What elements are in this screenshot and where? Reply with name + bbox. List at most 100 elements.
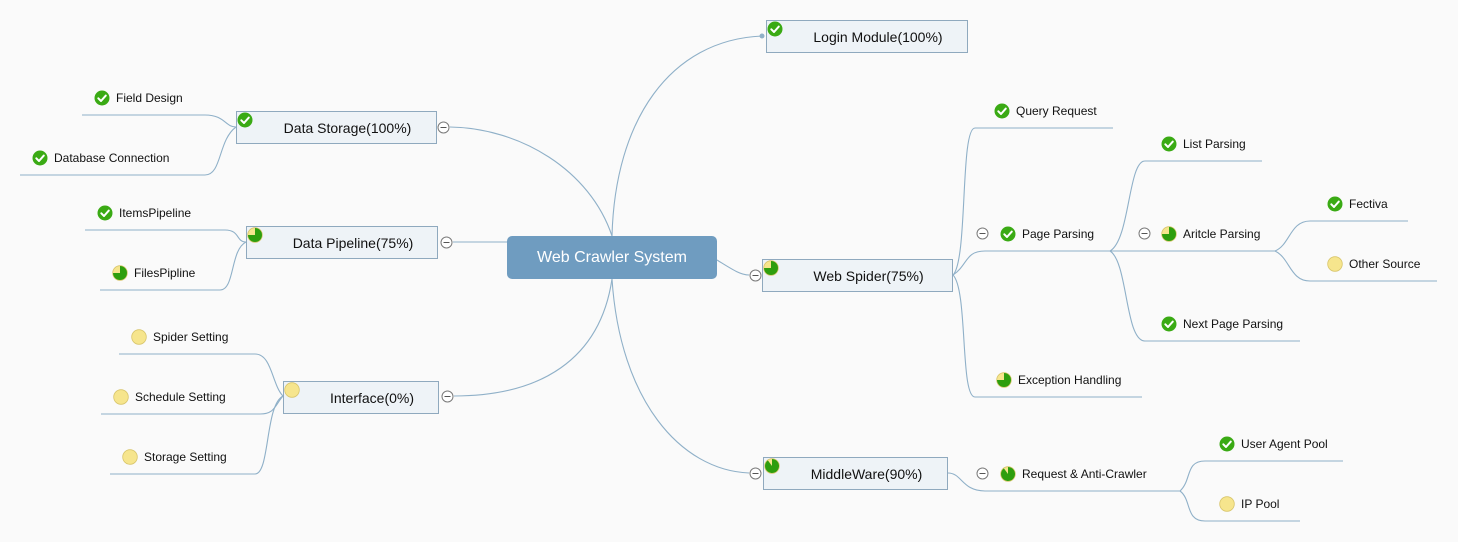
leaf-field-design[interactable]: Field Design [94,90,183,106]
collapse-pipeline-icon[interactable] [440,236,453,249]
complete-check-icon [1161,316,1177,332]
branch-label: Login Module(100%) [813,28,943,45]
leaf-label: IP Pool [1241,497,1280,511]
leaf-label: Next Page Parsing [1183,317,1284,331]
connector-storage-setting [110,395,284,475]
connector-root-middleware [611,278,750,474]
connector-other-source [1274,250,1437,282]
collapse-spider-icon[interactable] [749,269,762,282]
leaf-label: Page Parsing [1022,227,1095,241]
branch-data-pipeline[interactable]: Data Pipeline(75%) [246,226,438,259]
complete-check-icon [97,205,113,221]
leaf-label: Storage Setting [144,450,227,464]
connector-root-login [611,35,763,237]
connector-files-pipeline [100,241,247,291]
progress-90-icon [764,458,805,482]
leaf-fectiva[interactable]: Fectiva [1327,196,1388,212]
connector-schedule-setting [101,395,284,415]
leaf-label: Other Source [1349,257,1421,271]
progress-75-icon [996,372,1012,388]
leaf-label: Aritcle Parsing [1183,227,1261,241]
complete-check-icon [767,21,807,45]
leaf-database-connection[interactable]: Database Connection [32,150,169,166]
complete-check-icon [1000,226,1016,242]
node-article-parsing[interactable]: Aritcle Parsing [1161,226,1260,242]
root-node[interactable]: Web Crawler System [507,236,717,279]
collapse-interface-icon[interactable] [441,390,454,403]
complete-check-icon [32,150,48,166]
collapse-anti-crawler-icon[interactable] [976,467,989,480]
branch-login-module[interactable]: Login Module(100%) [766,20,968,53]
leaf-label: Spider Setting [153,330,229,344]
connector-list-parsing [1109,160,1262,252]
connector-ip-pool [1179,490,1300,522]
connector-exception-handling [952,274,1142,398]
progress-75-icon [763,260,807,284]
leaf-label: List Parsing [1183,137,1246,151]
collapse-page-parsing-icon[interactable] [976,227,989,240]
branch-data-storage[interactable]: Data Storage(100%) [236,111,437,144]
leaf-label: Fectiva [1349,197,1388,211]
leaf-query-request[interactable]: Query Request [994,103,1097,119]
collapse-article-parsing-icon[interactable] [1138,227,1151,240]
node-request-anti-crawler[interactable]: Request & Anti-Crawler [1000,466,1147,482]
complete-check-icon [1219,436,1235,452]
leaf-label: Field Design [116,91,183,105]
connector-user-agent-pool [1179,460,1343,492]
leaf-label: Database Connection [54,151,170,165]
complete-check-icon [237,112,278,136]
connector-field-design [82,114,237,128]
complete-check-icon [1327,196,1343,212]
connector-spider-setting [119,353,284,397]
leaf-label: Schedule Setting [135,390,226,404]
branch-interface[interactable]: Interface(0%) [283,381,439,414]
leaf-exception-handling[interactable]: Exception Handling [996,372,1121,388]
connector-query-request [952,127,1113,276]
connector-root-storage [449,126,613,237]
connector-anti-crawler [947,472,1180,492]
branch-label: Web Spider(75%) [813,267,924,284]
leaf-label: Exception Handling [1018,373,1122,387]
leaf-label: Request & Anti-Crawler [1022,467,1147,481]
leaf-next-page-parsing[interactable]: Next Page Parsing [1161,316,1283,332]
not-started-icon [122,449,138,465]
leaf-other-source[interactable]: Other Source [1327,256,1420,272]
not-started-icon [1327,256,1343,272]
not-started-icon [1219,496,1235,512]
connector-fectiva [1274,220,1408,252]
branch-label: Data Storage(100%) [283,119,412,136]
leaf-label: User Agent Pool [1241,437,1328,451]
branch-label: Data Pipeline(75%) [292,234,414,251]
not-started-icon [284,382,324,406]
leaf-label: ItemsPipeline [119,206,192,220]
leaf-ip-pool[interactable]: IP Pool [1219,496,1279,512]
connector-dot [759,33,765,39]
leaf-label: Query Request [1016,104,1097,118]
progress-75-icon [112,265,128,281]
progress-75-icon [1161,226,1177,242]
leaf-storage-setting[interactable]: Storage Setting [122,449,227,465]
leaf-files-pipeline[interactable]: FilesPipline [112,265,195,281]
node-page-parsing[interactable]: Page Parsing [1000,226,1094,242]
branch-middleware[interactable]: MiddleWare(90%) [763,457,948,490]
branch-web-spider[interactable]: Web Spider(75%) [762,259,953,292]
root-label: Web Crawler System [537,248,687,266]
complete-check-icon [94,90,110,106]
collapse-storage-icon[interactable] [437,121,450,134]
not-started-icon [131,329,147,345]
leaf-spider-setting[interactable]: Spider Setting [131,329,228,345]
leaf-schedule-setting[interactable]: Schedule Setting [113,389,226,405]
leaf-user-agent-pool[interactable]: User Agent Pool [1219,436,1328,452]
connector-items-pipeline [85,229,247,243]
connector-database-connection [20,126,237,176]
leaf-list-parsing[interactable]: List Parsing [1161,136,1246,152]
connector-page-parsing [952,250,1113,276]
leaf-label: FilesPipline [134,266,196,280]
progress-90-icon [1000,466,1016,482]
leaf-items-pipeline[interactable]: ItemsPipeline [97,205,191,221]
not-started-icon [113,389,129,405]
collapse-middleware-icon[interactable] [749,467,762,480]
branch-label: MiddleWare(90%) [810,465,923,482]
